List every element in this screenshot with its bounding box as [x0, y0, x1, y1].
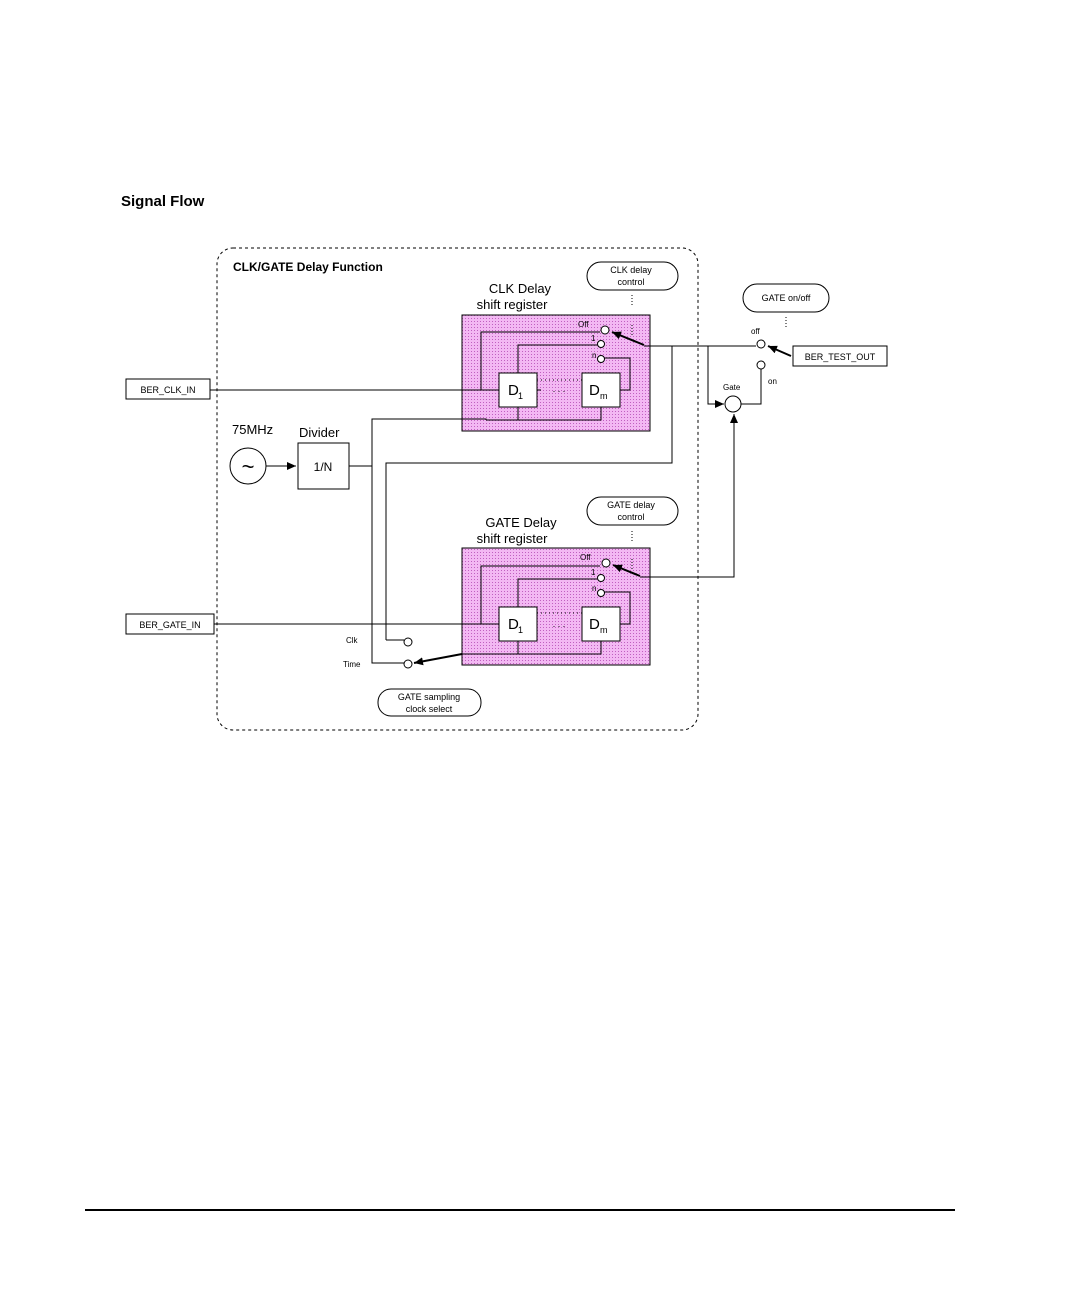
gate-tap-1-node	[598, 575, 605, 582]
clk-tap-n-node	[598, 356, 605, 363]
clk-ff-last-sub: m	[600, 391, 608, 401]
clk-tap-off-label: Off	[578, 320, 589, 329]
gate-tap-1-label: 1	[591, 568, 596, 577]
divider-title: Divider	[299, 425, 340, 440]
clk-select-label: Clk	[346, 636, 359, 645]
gate-tap-n-label: n	[592, 584, 596, 593]
clk-tap-n-label: n	[592, 351, 596, 360]
function-title: CLK/GATE Delay Function	[233, 260, 383, 274]
clk-tap-1-label: 1	[591, 334, 596, 343]
gate-switch-off-label: off	[751, 327, 761, 336]
gate-switch-arrow	[768, 346, 791, 356]
clk-ff-first-sub: 1	[518, 391, 523, 401]
oscillator-tilde: ~	[242, 454, 255, 479]
gate-switch-off-node	[757, 340, 765, 348]
ber-clk-in-label: BER_CLK_IN	[140, 385, 195, 395]
gate-ff-first-sub: 1	[518, 625, 523, 635]
clk-ff-ellipsis: . . .	[553, 384, 566, 394]
gate-switch-on-label: on	[768, 377, 777, 386]
clk-delay-control-line1: CLK delay	[610, 265, 652, 275]
gate-delay-control-line1: GATE delay	[607, 500, 655, 510]
gate-flipflop-last	[582, 607, 620, 641]
gate-ff-last-sub: m	[600, 625, 608, 635]
clk-register-title-line2: shift register	[477, 297, 548, 312]
gate-tap-n-node	[598, 590, 605, 597]
footer-rule	[85, 1209, 955, 1211]
clk-select-node	[404, 638, 412, 646]
gate-tap-off-label: Off	[580, 553, 591, 562]
gate-sampling-line2: clock select	[406, 704, 453, 714]
gate-node	[725, 396, 741, 412]
gate-tap-off-node	[602, 559, 610, 567]
clk-delay-control-line2: control	[617, 277, 644, 287]
clk-ff-last-d: D	[589, 382, 600, 399]
gate-switch-on-node	[757, 361, 765, 369]
clk-register-title-line1: CLK Delay	[489, 281, 552, 296]
gate-onoff-label: GATE on/off	[762, 293, 811, 303]
gate-sampling-line1: GATE sampling	[398, 692, 460, 702]
gate-output-wire	[741, 369, 761, 404]
sampling-selector-arrow	[414, 654, 462, 663]
clk-tap-1-node	[598, 341, 605, 348]
gate-ff-last-d: D	[589, 616, 600, 633]
gate-register-title-line1: GATE Delay	[485, 515, 557, 530]
gate-ff-ellipsis: . . .	[553, 619, 566, 629]
ber-test-out-label: BER_TEST_OUT	[805, 352, 876, 362]
time-select-node	[404, 660, 412, 668]
clk-tap-off-node	[601, 326, 609, 334]
gate-delay-control-line2: control	[617, 512, 644, 522]
time-select-label: Time	[343, 660, 361, 669]
oscillator-frequency: 75MHz	[232, 422, 273, 437]
divider-ratio: 1/N	[314, 460, 333, 474]
ber-gate-in-label: BER_GATE_IN	[139, 620, 200, 630]
clk-flipflop-last	[582, 373, 620, 407]
gate-label: Gate	[723, 383, 741, 392]
gate-register-title-line2: shift register	[477, 531, 548, 546]
gate-delay-to-gate-wire	[640, 414, 734, 577]
